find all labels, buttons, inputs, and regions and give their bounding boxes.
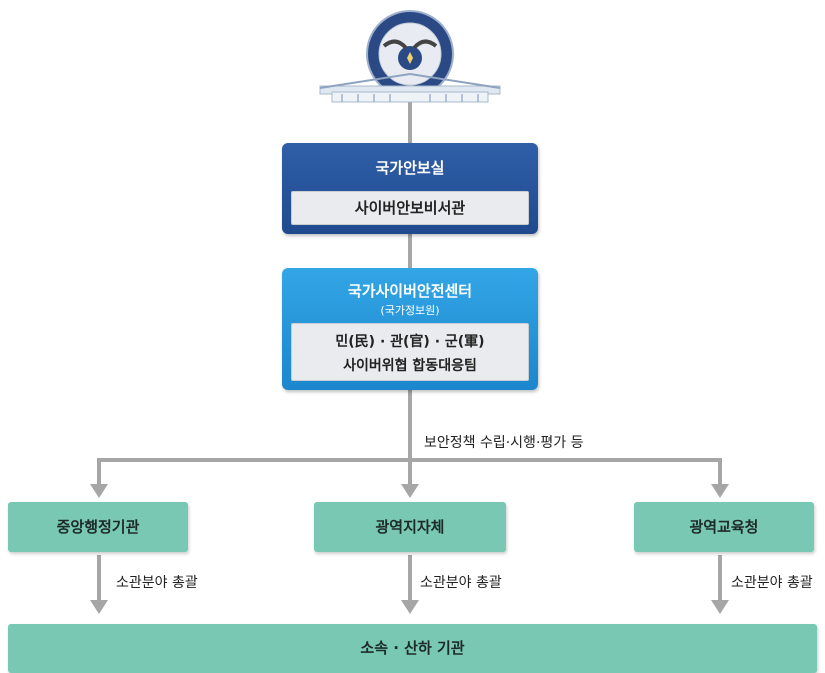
- nsc-box: 국가안보실 사이버안보비서관: [282, 143, 538, 234]
- agency-metro-education: 광역교육청: [634, 502, 814, 552]
- ncsc-box: 국가사이버안전센터 (국가정보원) 민(民) · 관(官) · 군(軍) 사이버…: [282, 268, 538, 390]
- agency-metro-govt: 광역지자체: [314, 502, 506, 552]
- blue-house-emblem: [319, 10, 501, 103]
- agency-label-2: 소관분야 총괄: [420, 575, 502, 591]
- ncsc-inner-line1: 민(民) · 관(官) · 군(軍): [335, 334, 485, 350]
- affiliated-agencies-bar: 소속 · 산하 기관: [8, 624, 817, 673]
- ncsc-inner-box: 민(民) · 관(官) · 군(軍) 사이버위협 합동대응팀: [291, 323, 529, 381]
- agency-label-3: 소관분야 총괄: [731, 575, 813, 591]
- nsc-inner-box: 사이버안보비서관: [291, 191, 529, 225]
- agency-central-admin: 중앙행정기관: [8, 502, 188, 552]
- ncsc-subtitle: (국가정보원): [380, 304, 440, 317]
- ncsc-inner-line2: 사이버위협 합동대응팀: [343, 358, 477, 374]
- agency-label-1: 소관분야 총괄: [116, 575, 198, 591]
- policy-label: 보안정책 수립·시행·평가 등: [424, 435, 584, 451]
- ncsc-title: 국가사이버안전센터: [347, 282, 473, 300]
- nsc-title: 국가안보실: [375, 159, 445, 177]
